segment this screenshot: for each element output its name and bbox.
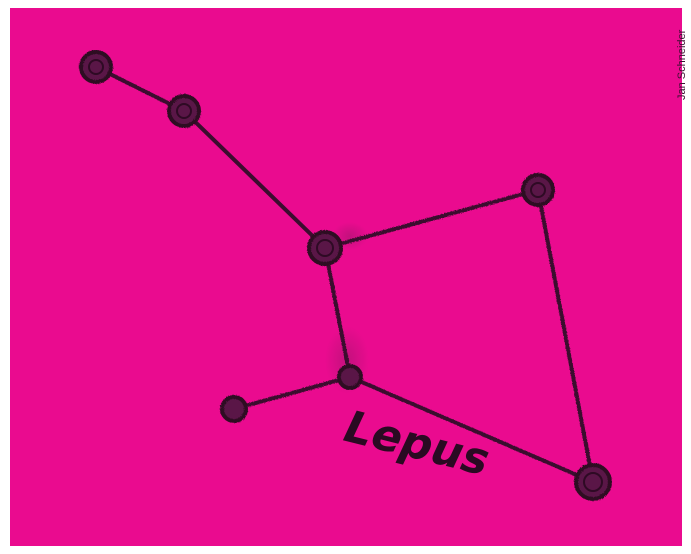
star: [309, 232, 341, 264]
star: [169, 96, 199, 126]
star: [523, 175, 553, 205]
star: [222, 397, 246, 421]
star: [81, 52, 111, 82]
star: [576, 465, 610, 499]
constellation-drawing: Lepus: [10, 8, 682, 546]
photo-credit: Jan Schneider: [676, 30, 688, 100]
constellation-svg: Lepus: [10, 8, 682, 546]
star: [339, 366, 361, 388]
pink-background: [10, 8, 682, 546]
